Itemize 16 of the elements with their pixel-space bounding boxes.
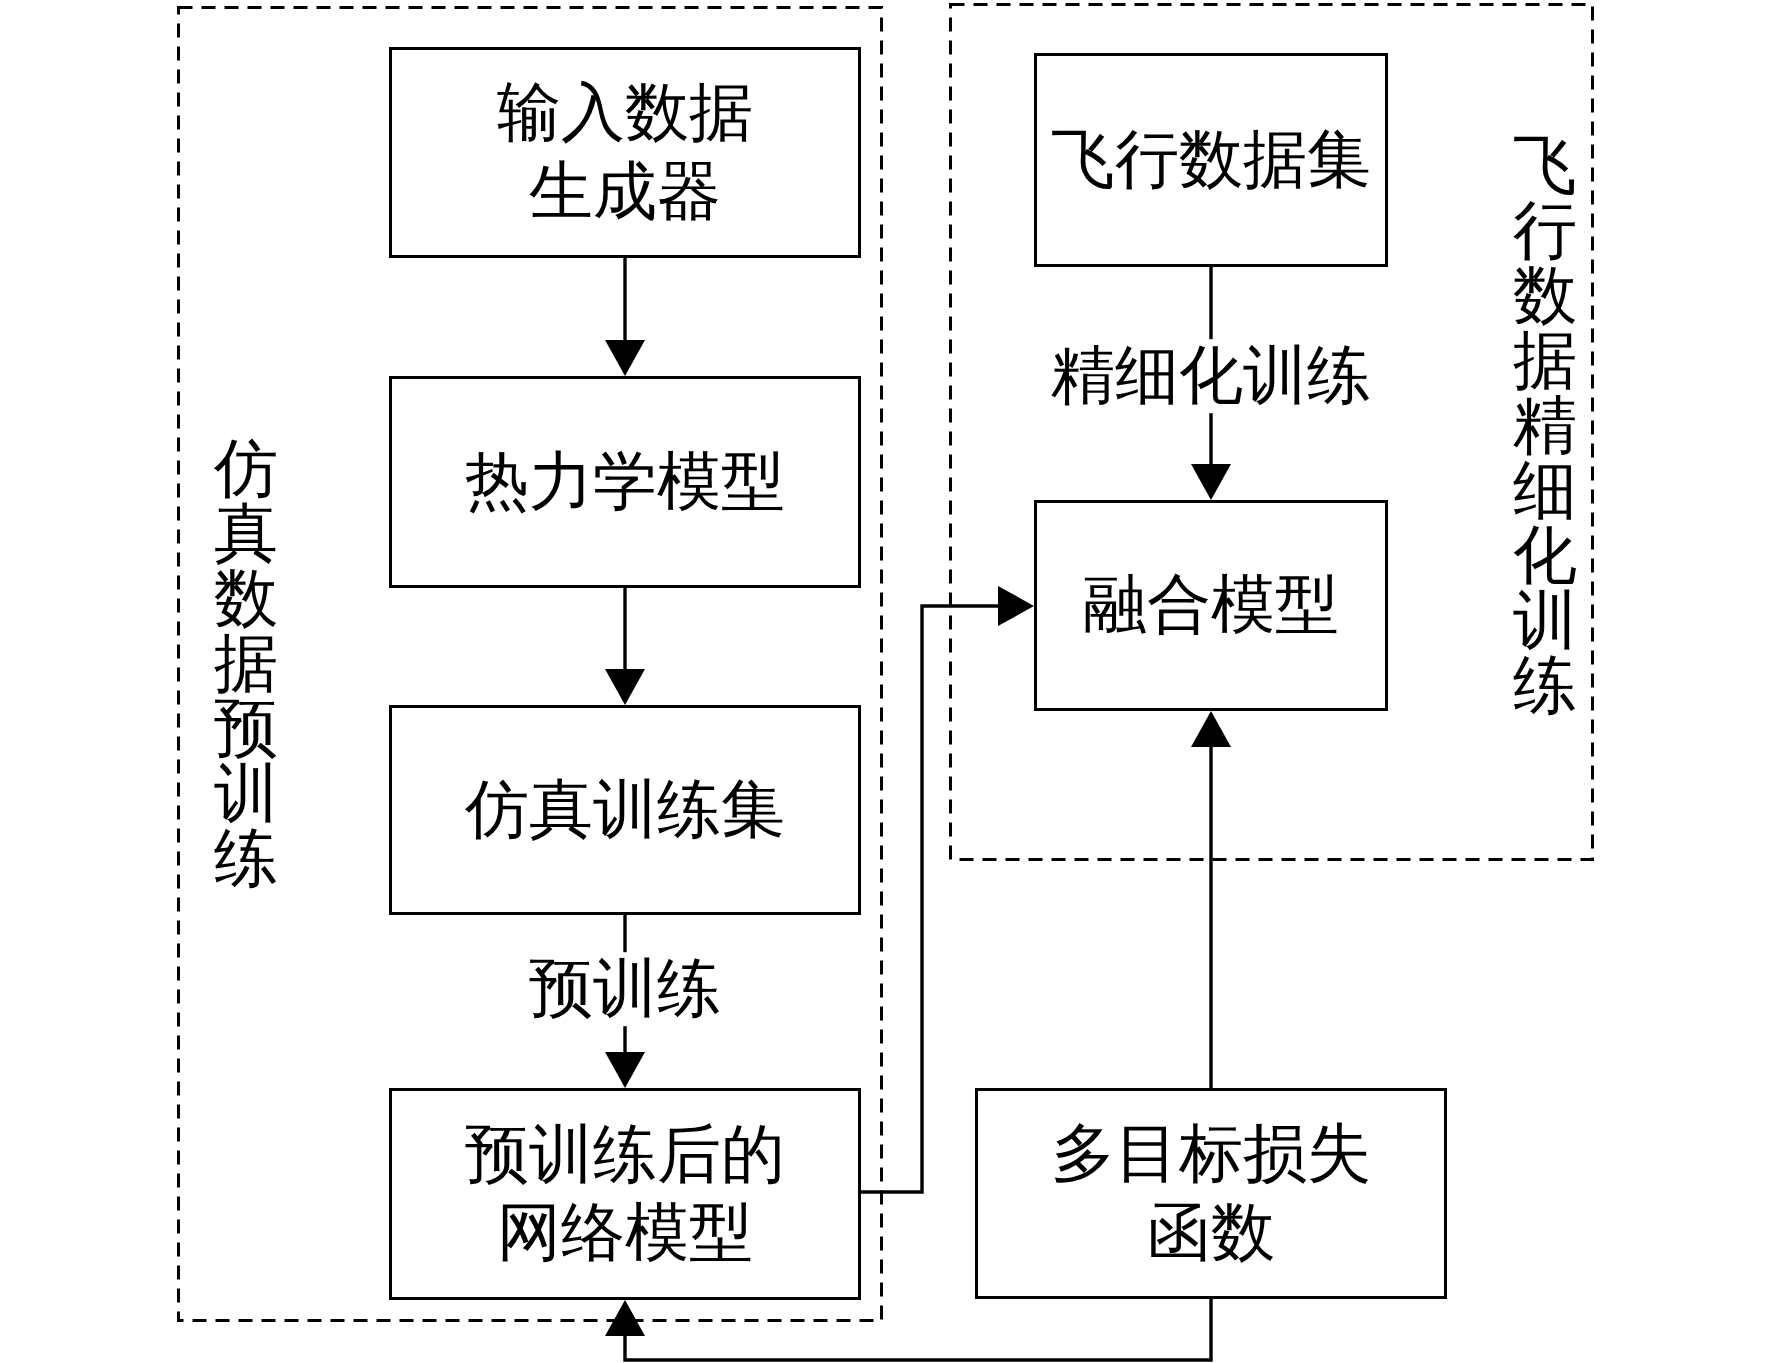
arrow [861,586,1034,1194]
arrow [1191,711,1231,1088]
group-frame [949,3,1594,861]
process-box: 多目标损失函数 [975,1088,1447,1299]
process-box: 融合模型 [1034,500,1388,711]
arrow [605,1299,1213,1362]
arrow [605,588,645,705]
process-box: 输入数据生成器 [389,47,861,258]
group-title: 飞行数据精细化训练 [1512,133,1578,718]
process-box: 飞行数据集 [1034,53,1388,267]
group-frame [177,6,883,1322]
process-box: 热力学模型 [389,376,861,588]
group-title: 仿真数据预训练 [213,436,279,891]
process-box: 预训练后的网络模型 [389,1088,861,1300]
process-box: 仿真训练集 [389,705,861,915]
arrow [605,258,645,376]
